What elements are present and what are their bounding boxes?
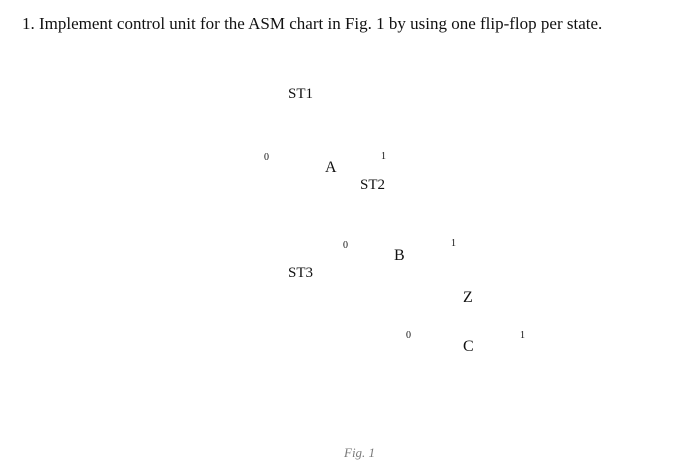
branch-b-true-label: 1: [451, 238, 456, 249]
state-st3-label: ST3: [288, 265, 314, 281]
branch-b-false-label: 0: [343, 240, 348, 251]
condition-b-label: B: [394, 247, 405, 264]
output-c-label: C: [463, 338, 474, 355]
condition-z-label: Z: [463, 289, 473, 306]
branch-a-true-label: 1: [381, 151, 386, 162]
state-st2-label: ST2: [360, 177, 386, 193]
state-st1-label: ST1: [288, 86, 314, 102]
branch-a-false-label: 0: [264, 152, 269, 163]
figure-caption: Fig. 1: [344, 445, 376, 460]
branch-z-true-label: 1: [520, 330, 525, 341]
condition-a-label: A: [325, 159, 337, 176]
branch-z-false-label: 0: [406, 330, 411, 341]
question-text: 1. Implement control unit for the ASM ch…: [22, 14, 603, 33]
